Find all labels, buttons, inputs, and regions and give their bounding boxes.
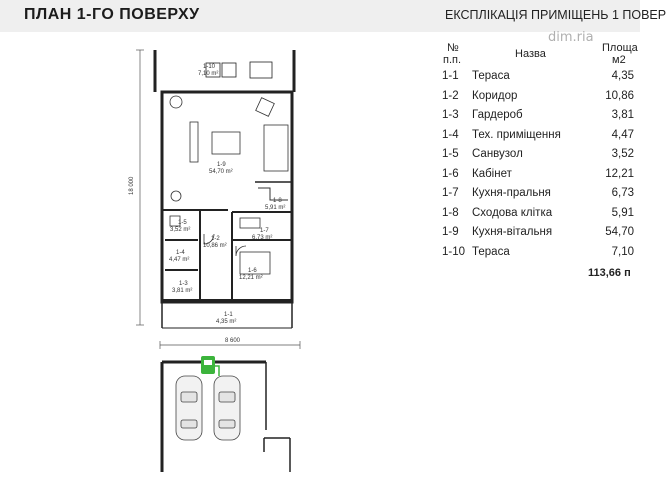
- row-name: Тераса: [472, 70, 510, 82]
- table-row: 1-8 Сходова клітка 5,91: [442, 207, 640, 226]
- row-name: Тех. приміщення: [472, 128, 561, 141]
- col-name-header: Назва: [515, 48, 546, 60]
- room-1-3-area: 3,81 m²: [172, 288, 192, 294]
- row-number: 1-2: [442, 89, 459, 102]
- total-area: 113,66 п: [588, 267, 631, 279]
- room-1-9-area: 54,70 m²: [209, 169, 233, 175]
- car-icon: [175, 375, 203, 441]
- room-1-1-id: 1-1: [224, 312, 233, 318]
- terrace-top: [153, 50, 296, 92]
- col-num-header: №: [447, 42, 459, 54]
- row-name: Сходова клітка: [472, 206, 553, 219]
- table-row: 1-5 Санвузол 3,52: [442, 148, 640, 167]
- row-number: 1-4: [442, 128, 459, 141]
- row-area: 5,91: [611, 206, 634, 219]
- row-name: Кухня-вітальня: [472, 226, 553, 238]
- room-1-7-id: 1-7: [260, 228, 269, 234]
- dim-width-label: 8 600: [225, 338, 241, 344]
- header-bar: [0, 0, 640, 32]
- car-icon: [213, 375, 241, 441]
- table-row: 1-2 Коридор 10,86: [442, 90, 640, 109]
- floor-plan: 18 000 8 600: [129, 49, 301, 472]
- house-walls: [160, 90, 294, 304]
- row-number: 1-6: [442, 167, 459, 180]
- table-row: 1-3 Гардероб 3,81: [442, 109, 640, 128]
- row-area: 10,86: [605, 89, 634, 102]
- col-num-subheader: п.п.: [443, 54, 462, 66]
- row-area: 4,35: [611, 70, 634, 82]
- col-area-unit: м2: [612, 54, 626, 66]
- room-1-6-id: 1-6: [248, 268, 257, 274]
- room-1-8-id: 1-8: [273, 198, 282, 204]
- room-1-7-area: 6,73 m²: [252, 235, 272, 241]
- room-1-3-id: 1-3: [179, 281, 188, 287]
- room-1-9-id: 1-9: [217, 162, 226, 168]
- table-row: 1-10 Тераса 7,10: [442, 246, 640, 265]
- watermark: dim.ria: [548, 30, 594, 45]
- table-row: 1-7 Кухня-пральня 6,73: [442, 187, 640, 206]
- furniture: [169, 95, 289, 275]
- room-1-4-area: 4,47 m²: [169, 257, 189, 263]
- room-1-10-area: 7,10 m²: [198, 71, 218, 77]
- row-area: 54,70: [605, 226, 634, 238]
- table-row: 1-6 Кабінет 12,21: [442, 168, 640, 187]
- dimension-height: [136, 49, 144, 326]
- room-1-5-id: 1-5: [178, 220, 187, 226]
- room-1-8-area: 5,91 m²: [265, 205, 285, 211]
- table-row: 1-4 Тех. приміщення 4,47: [442, 129, 640, 148]
- room-1-6-area: 12,21 m²: [239, 275, 263, 281]
- room-1-1-area: 4,35 m²: [216, 319, 236, 325]
- row-name: Санвузол: [472, 148, 523, 160]
- room-1-4-id: 1-4: [176, 250, 185, 256]
- row-number: 1-3: [442, 109, 459, 121]
- row-name: Тераса: [472, 245, 510, 258]
- terrace-bottom: [161, 302, 293, 329]
- row-number: 1-9: [442, 226, 459, 238]
- row-area: 3,81: [611, 109, 634, 121]
- table-row: 1-1 Тераса 4,35: [442, 70, 640, 89]
- room-1-5-area: 3,52 m²: [170, 227, 190, 233]
- explication-title: ЕКСПЛІКАЦІЯ ПРИМІЩЕНЬ 1 ПОВЕР: [445, 8, 666, 22]
- dim-height-label: 18 000: [129, 176, 135, 195]
- row-name: Гардероб: [472, 109, 523, 121]
- row-name: Кабінет: [472, 167, 512, 180]
- row-number: 1-7: [442, 187, 459, 199]
- ev-charger-icon: [201, 356, 220, 376]
- col-area-header: Площа: [602, 42, 638, 54]
- row-number: 1-10: [442, 245, 466, 258]
- table-row: 1-9 Кухня-вітальня 54,70: [442, 226, 640, 245]
- row-area: 4,47: [611, 128, 634, 141]
- row-name: Коридор: [472, 89, 518, 102]
- row-number: 1-1: [442, 70, 459, 82]
- room-1-2-area: 10,86 m²: [203, 243, 227, 249]
- room-1-10-id: 1-10: [203, 64, 216, 70]
- row-area: 12,21: [605, 167, 634, 180]
- row-number: 1-5: [442, 148, 459, 160]
- row-area: 7,10: [611, 245, 634, 258]
- row-area: 3,52: [611, 148, 634, 160]
- dimension-width: [159, 341, 301, 349]
- page-title: ПЛАН 1-ГО ПОВЕРХУ: [24, 6, 200, 23]
- row-area: 6,73: [611, 187, 634, 199]
- row-number: 1-8: [442, 206, 459, 219]
- row-name: Кухня-пральня: [472, 187, 551, 199]
- room-1-2-id: 1-2: [211, 236, 220, 242]
